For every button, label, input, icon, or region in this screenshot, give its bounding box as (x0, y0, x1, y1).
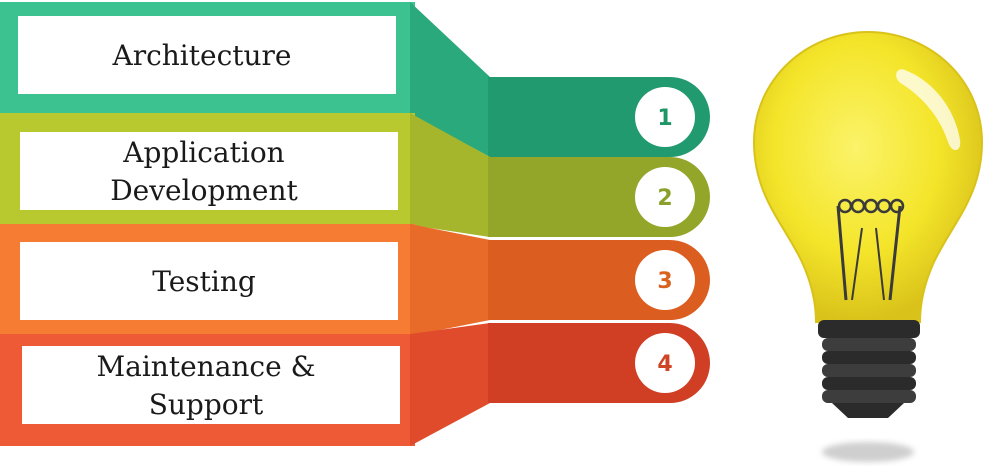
step-label-line: Maintenance & (96, 350, 315, 383)
step-connector (410, 113, 490, 237)
step-connector (410, 323, 490, 446)
bulb-base-tip (832, 403, 904, 418)
step-connector (410, 2, 490, 157)
bulb-base-ridge (822, 377, 916, 390)
bulb-glass (752, 30, 984, 323)
bulb-base-ridge (822, 351, 916, 364)
step-number-circle (635, 250, 695, 310)
step-number-circle (635, 87, 695, 147)
step-4: 4 Maintenance & Support (0, 323, 710, 446)
step-number-circle (635, 167, 695, 227)
step-number: 2 (657, 186, 672, 211)
step-3: 3 Testing (0, 224, 710, 336)
bulb-wire-inner (851, 227, 885, 301)
step-1: 1 Architecture (0, 2, 710, 157)
bulb-highlight (896, 69, 961, 151)
step-label-line: Testing (152, 265, 256, 298)
step-label-box (18, 16, 396, 94)
bulb-base-ridge (822, 364, 916, 377)
step-number: 1 (657, 106, 672, 131)
step-label-line: Support (149, 388, 264, 421)
step-number: 3 (657, 269, 672, 294)
step-label-box (22, 346, 400, 424)
bulb-wire-left (836, 205, 848, 301)
light-bulb-icon (752, 30, 984, 462)
step-label-line: Application (122, 136, 284, 169)
bulb-filament-coil (837, 198, 905, 214)
bulb-wire-right (888, 205, 902, 301)
step-label-line: Architecture (111, 39, 291, 72)
bulb-base-ridge (822, 390, 916, 403)
step-connector (410, 224, 490, 336)
step-number-circle (635, 333, 695, 393)
step-label-box (20, 132, 398, 210)
step-number: 4 (657, 352, 672, 377)
step-label-box (20, 242, 398, 320)
bulb-base-collar (818, 320, 920, 338)
bulb-base-ridge (822, 338, 916, 351)
bulb-shadow (822, 442, 914, 462)
step-label-line: Development (110, 174, 298, 207)
